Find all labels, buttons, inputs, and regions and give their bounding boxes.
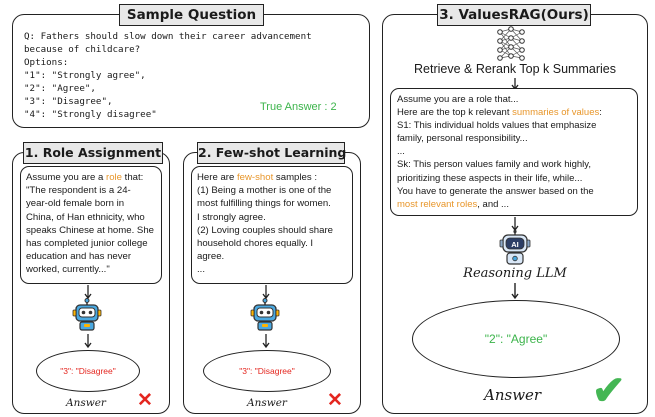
role-prompt-line: has completed junior college bbox=[26, 238, 148, 250]
arrow-down-icon bbox=[84, 285, 92, 300]
arrow-down-icon bbox=[262, 334, 270, 349]
check-icon: ✔ bbox=[592, 369, 626, 413]
few-shot-line: agree. bbox=[197, 251, 225, 263]
arrow-down-icon bbox=[511, 217, 519, 232]
instruction-line-end: most relevant roles, and ... bbox=[397, 198, 631, 211]
role-prompt-line: education and has never bbox=[26, 251, 132, 263]
role-assignment-title: 1. Role Assignment bbox=[23, 142, 163, 164]
valuesrag-answer-label: Answer bbox=[484, 386, 542, 404]
instruction-line: You have to generate the answer based on… bbox=[397, 185, 594, 197]
role-answer-value: "3": "Disagree" bbox=[60, 366, 116, 376]
valuesrag-prompt-intro: Here are the top k relevant summaries of… bbox=[397, 106, 631, 119]
option-item: "1": "Strongly agree", bbox=[24, 70, 146, 81]
cross-icon: ✕ bbox=[137, 390, 153, 411]
summary-line: ... bbox=[397, 146, 405, 158]
ai-robot-icon: AI bbox=[499, 229, 531, 265]
options-label: Options: bbox=[24, 57, 69, 68]
sample-question-text: Q: Fathers should slow down their career… bbox=[24, 30, 312, 121]
option-item: "3": "Disagree", bbox=[24, 96, 113, 107]
option-item: "4": "Strongly disagree" bbox=[24, 109, 157, 120]
valuesrag-answer-ellipse: "2": "Agree" bbox=[412, 300, 620, 378]
valuesrag-prompt-post: : bbox=[599, 107, 602, 119]
summary-line: Sk: This person values family and work h… bbox=[397, 159, 591, 171]
role-prompt-pre: Assume you are a bbox=[26, 172, 106, 183]
arrow-down-icon bbox=[84, 334, 92, 349]
role-prompt-line: speaks Chinese at home. She bbox=[26, 224, 154, 236]
role-prompt-line: China, of Han ethnicity, who bbox=[26, 211, 145, 223]
instruction-post: , and ... bbox=[477, 198, 509, 210]
few-shot-prompt-pre: Here are bbox=[197, 172, 237, 183]
retrieve-rerank-label: Retrieve & Rerank Top k Summaries bbox=[414, 62, 616, 76]
valuesrag-prompt-box: Assume you are a role that... Here are t… bbox=[390, 88, 638, 216]
few-shot-answer-ellipse: "3": "Disagree" bbox=[203, 350, 331, 392]
valuesrag-title: 3. ValuesRAG(Ours) bbox=[437, 4, 591, 26]
role-prompt-line: year-old female born in bbox=[26, 198, 125, 210]
neural-network-icon bbox=[497, 26, 525, 61]
true-answer: True Answer : 2 bbox=[260, 101, 337, 113]
few-shot-line: household chores equally. I bbox=[197, 238, 314, 250]
valuesrag-answer-value: "2": "Agree" bbox=[484, 332, 548, 346]
question-line: Q: Fathers should slow down their career… bbox=[24, 31, 312, 42]
few-shot-prompt-intro: Here are few-shot samples : bbox=[197, 171, 347, 184]
relevant-roles-highlight: most relevant roles bbox=[397, 198, 478, 210]
role-prompt-line: worked, currently..." bbox=[26, 264, 110, 276]
role-prompt-line: "The respondent is a 24- bbox=[26, 185, 131, 197]
summaries-highlight: summaries of values bbox=[512, 107, 600, 119]
arrow-down-icon bbox=[511, 283, 519, 300]
few-shot-prompt-post: samples : bbox=[273, 172, 317, 183]
few-shot-line: I strongly agree. bbox=[197, 211, 266, 223]
few-shot-line: ... bbox=[197, 264, 205, 276]
arrow-down-icon bbox=[262, 285, 270, 300]
robot-icon bbox=[250, 298, 280, 331]
ai-robot-text: AI bbox=[511, 240, 519, 249]
role-prompt-post: that: bbox=[122, 172, 144, 183]
role-answer-label: Answer bbox=[66, 397, 106, 409]
valuesrag-prompt-line: Assume you are a role that... bbox=[397, 94, 519, 105]
summary-line: S1: This individual holds values that em… bbox=[397, 120, 597, 132]
role-prompt-intro: Assume you are a role that: bbox=[26, 171, 156, 184]
sample-question-title: Sample Question bbox=[119, 4, 264, 26]
few-shot-line: most fulfilling things for women. bbox=[197, 198, 331, 210]
question-line: because of childcare? bbox=[24, 44, 141, 55]
sample-question-panel bbox=[12, 14, 370, 128]
few-shot-prompt-box: Here are few-shot samples : (1) Being a … bbox=[191, 166, 353, 284]
few-shot-line: (2) Loving couples should share bbox=[197, 224, 333, 236]
few-shot-answer-value: "3": "Disagree" bbox=[239, 366, 295, 376]
reasoning-llm-label: Reasoning LLM bbox=[463, 266, 567, 281]
valuesrag-prompt-pre: Here are the top k relevant bbox=[397, 107, 513, 119]
few-shot-answer-label: Answer bbox=[247, 397, 287, 409]
robot-icon bbox=[72, 298, 102, 331]
few-shot-highlight: few-shot bbox=[237, 172, 274, 183]
role-answer-ellipse: "3": "Disagree" bbox=[36, 350, 140, 392]
cross-icon: ✕ bbox=[327, 390, 343, 411]
summary-line: family, personal responsibility... bbox=[397, 133, 528, 145]
role-prompt-box: Assume you are a role that: "The respond… bbox=[20, 166, 162, 284]
summary-line: prioritizing these aspects in their life… bbox=[397, 172, 583, 184]
few-shot-title: 2. Few-shot Learning bbox=[197, 142, 346, 164]
role-highlight: role bbox=[106, 172, 122, 183]
few-shot-line: (1) Being a mother is one of the bbox=[197, 185, 332, 197]
option-item: "2": "Agree", bbox=[24, 83, 96, 94]
